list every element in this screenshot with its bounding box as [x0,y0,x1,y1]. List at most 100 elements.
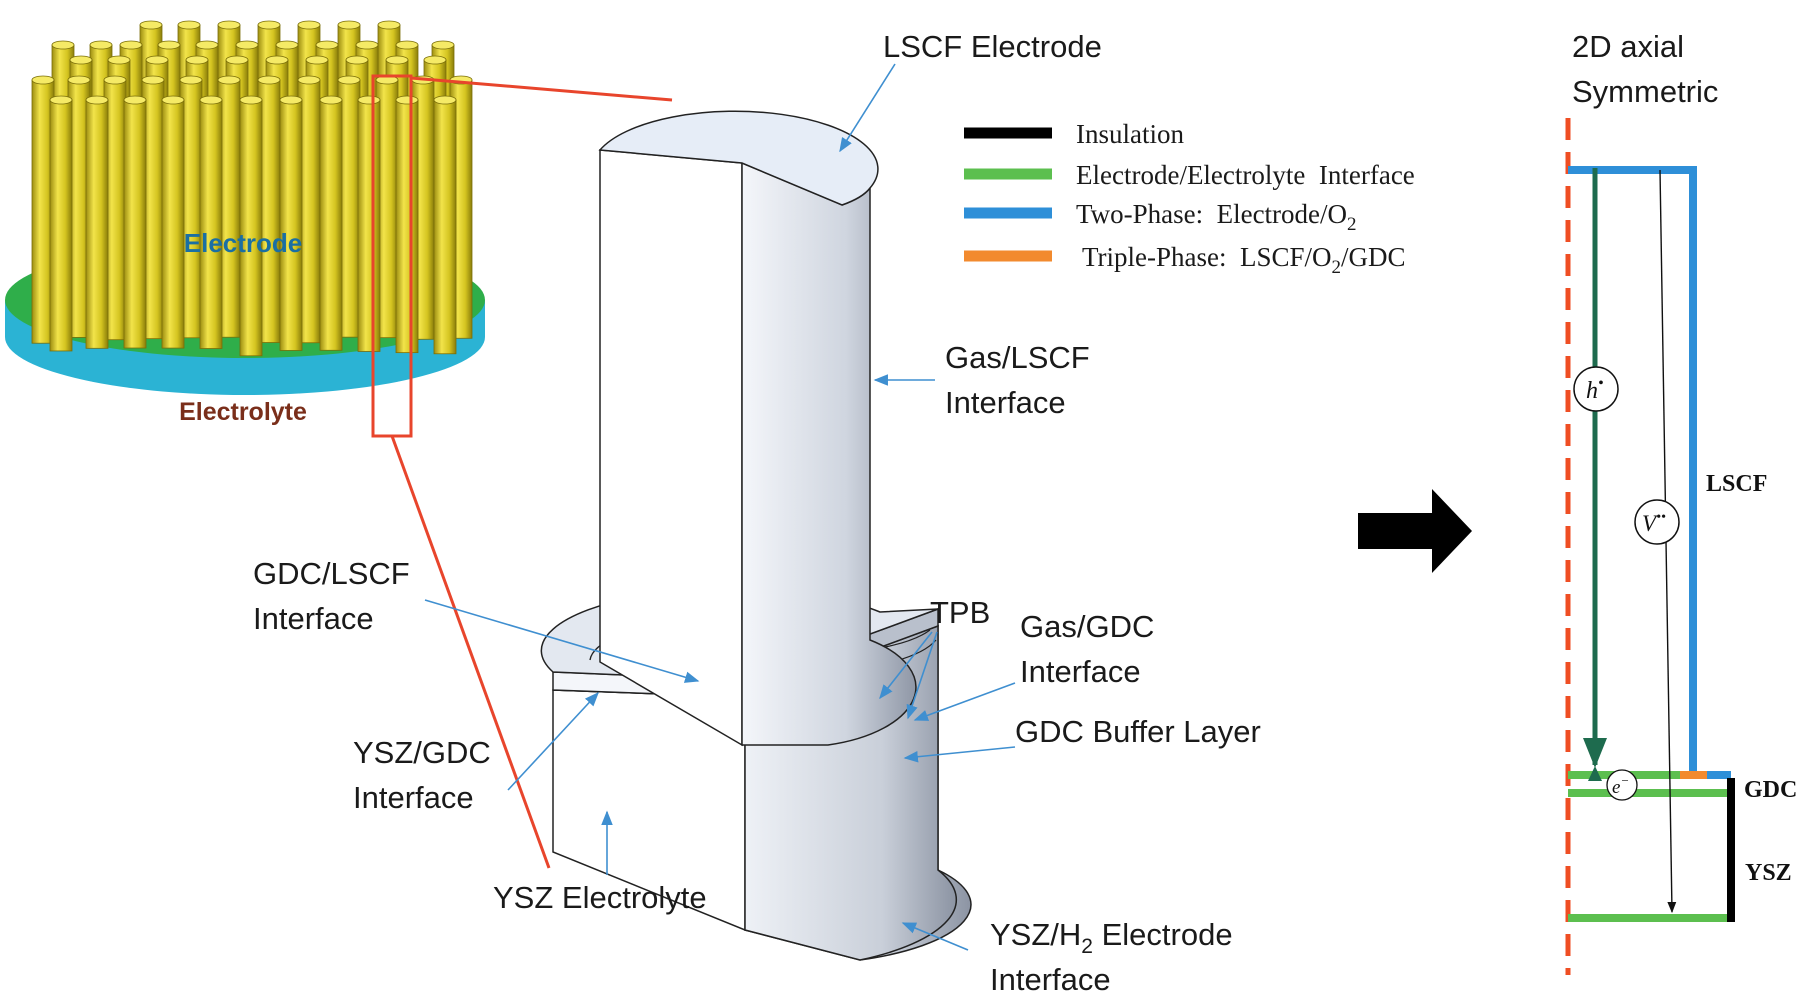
vacancy-species-label: V•• [1642,510,1666,536]
nanorod-cap [103,75,127,85]
nanorod [357,99,381,352]
nanorod [433,99,457,355]
label-lscf-electrode: LSCF Electrode [883,29,1102,64]
nanorod-cap [195,40,219,50]
lscf-top-cap [598,110,879,206]
legend-label-interface: Electrode/Electrolyte Interface [1076,160,1415,190]
nanorod-cap [145,55,169,65]
axisym-schematic: 2D axial Symmetric h• V•• e− LSCF G [1565,29,1797,975]
label-ysz-gdc-2: Interface [353,780,474,815]
legend-label-triple-phase: Triple-Phase: LSCF/O2/GDC [1082,242,1406,278]
nanorod-cap [49,95,73,105]
lscf-cut-face [599,149,743,747]
nanorod-cap [355,40,379,50]
label-ysz-gdc-1: YSZ/GDC [353,735,491,770]
pointer-arrows [424,63,1016,951]
nanorod-cap [141,75,165,85]
nanorod [199,99,223,349]
nanorod-cap [345,55,369,65]
nanorod-cap [431,40,455,50]
nanorod-cap [225,55,249,65]
legend-label-two-phase: Two-Phase: Electrode/O2 [1076,199,1357,235]
electrolyte-label: Electrolyte [179,398,307,426]
label-ysz-electrolyte: YSZ Electrolyte [493,880,707,915]
nanorod-cap [69,55,93,65]
zoom-line-bottom [390,435,551,869]
nanorod-cap [279,95,303,105]
nanorod-cap [199,95,223,105]
nanorod-cap [319,95,343,105]
transform-arrow [1358,489,1472,573]
nanorod-cap [217,75,241,85]
nanorod-cap [297,20,321,30]
nanorod-cap [119,40,143,50]
nanorod-cap [337,75,361,85]
nanorod-cap [89,40,113,50]
label-tpb: TPB [930,595,990,630]
nanorod-cap [395,95,419,105]
nanorod-cap [161,95,185,105]
hole-counter-arrow [1588,766,1602,781]
electrode-label: Electrode [184,228,303,258]
nanorod [85,99,109,349]
nanorod [279,99,303,351]
nanorod-cap [315,40,339,50]
region-label-ysz: YSZ [1745,860,1792,886]
nanorod-cap [31,75,55,85]
hole-species-label: h• [1586,375,1604,404]
label-gas-gdc-2: Interface [1020,654,1141,689]
nanorod-cap [179,75,203,85]
label-ysz-h2: YSZ/H2 Electrode [990,917,1233,958]
region-label-lscf: LSCF [1706,471,1767,497]
nanorod-cap [423,55,447,65]
legend: Insulation Electrode/Electrolyte Interfa… [964,119,1415,278]
zoom-line-top [410,76,673,102]
nanorod-cap [235,40,259,50]
nanorod-cap [67,75,91,85]
region-label-gdc: GDC [1744,777,1797,803]
nanorod [319,99,343,351]
nanorod-cap [157,40,181,50]
nanorod-cap [177,20,201,30]
nanorod-cap [297,75,321,85]
nanorod-cap [51,40,75,50]
axisym-title-2: Symmetric [1572,74,1718,109]
label-ysz-h2-2: Interface [990,962,1111,997]
nanorod-cap [217,20,241,30]
nanorod-cap [275,40,299,50]
nanorod-cap [337,20,361,30]
label-gas-gdc-1: Gas/GDC [1020,609,1154,644]
nanorod-cap [107,55,131,65]
label-gdc-lscf-2: Interface [253,601,374,636]
nanorod-cap [85,95,109,105]
axisym-title-1: 2D axial [1572,29,1684,64]
label-gdc-buffer: GDC Buffer Layer [1015,714,1261,749]
rods [31,20,473,357]
nanorod-cap [395,40,419,50]
nanorod [49,99,73,352]
nanorod [395,99,419,354]
label-gas-lscf-2: Interface [945,385,1066,420]
nanorod-cap [385,55,409,65]
nanorod [161,99,185,349]
nanorod-cap [305,55,329,65]
nanorod-cap [185,55,209,65]
legend-label-insulation: Insulation [1076,119,1184,149]
electron-species-circle [1606,769,1638,801]
electron-species-label: e− [1612,773,1629,798]
nanorod-cap [265,55,289,65]
vacancy-species-circle [1634,499,1680,545]
nanorod [123,99,147,349]
cut-cylinder-model [540,110,972,961]
nanorod-cap [257,75,281,85]
nanorod-cap [357,95,381,105]
nanorod-array: Electrode Electrolyte [5,20,485,438]
label-gas-lscf-1: Gas/LSCF [945,340,1090,375]
hole-species-circle [1573,366,1619,412]
nanorod-cap [377,20,401,30]
nanorod-cap [433,95,457,105]
model-labels: LSCF Electrode Gas/LSCF Interface GDC/LS… [253,29,1261,997]
nanorod-cap [139,20,163,30]
label-gdc-lscf-1: GDC/LSCF [253,556,410,591]
